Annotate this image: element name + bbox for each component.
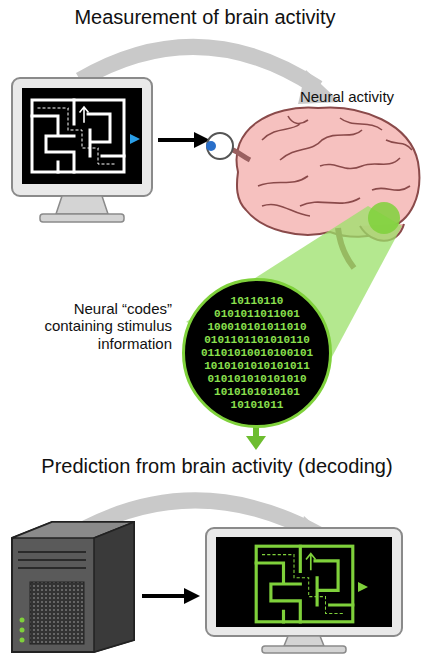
monitor <box>206 528 402 653</box>
code-circle: 1011011001010110110011000101010110100101… <box>182 278 332 428</box>
caption-label: Neural “codes” containing stimulus infor… <box>4 300 172 352</box>
monitor <box>12 78 152 222</box>
binary-code: 10101011 <box>231 399 284 412</box>
cpu-tower <box>12 522 134 652</box>
binary-code: 0101011011001 <box>214 308 300 321</box>
binary-code: 1010101010101011 <box>204 360 310 373</box>
binary-code: 1010101010101 <box>214 386 300 399</box>
binary-code: 100010101011010 <box>207 321 306 334</box>
binary-code: 10110110 <box>231 295 284 308</box>
eye <box>207 133 233 159</box>
caption-label: Prediction from brain activity (decoding… <box>20 455 414 478</box>
binary-code: 010101010101010 <box>207 373 306 386</box>
caption-label: Measurement of brain activity <box>70 6 340 29</box>
binary-code: 0101101101010110 <box>204 334 310 347</box>
binary-code: 01101010010100101 <box>201 347 313 360</box>
caption-label: Neural activity <box>272 88 422 105</box>
